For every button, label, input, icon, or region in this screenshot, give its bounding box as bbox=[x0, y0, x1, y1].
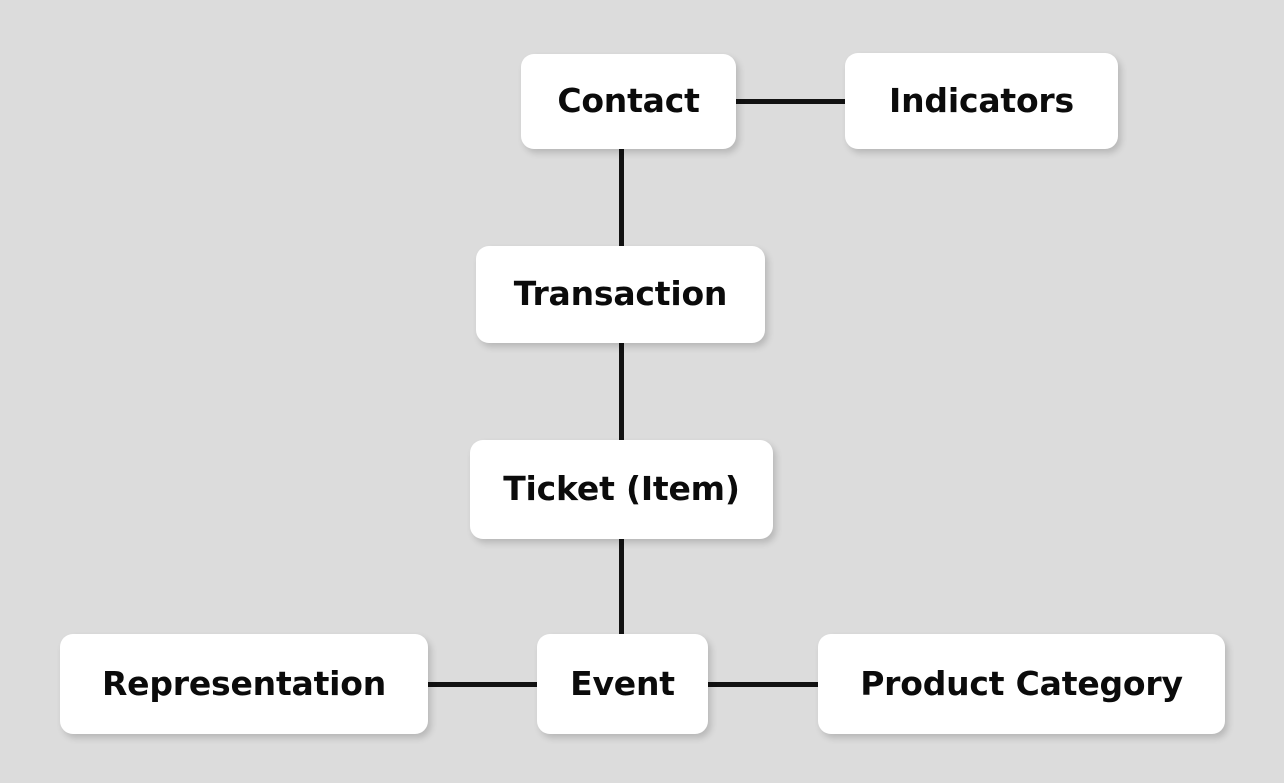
node-representation[interactable]: Representation bbox=[60, 634, 428, 734]
node-product-category-label: Product Category bbox=[860, 663, 1183, 703]
node-contact-label: Contact bbox=[557, 81, 700, 121]
node-ticket-item[interactable]: Ticket (Item) bbox=[470, 440, 773, 539]
node-contact[interactable]: Contact bbox=[521, 54, 736, 149]
node-ticket-item-label: Ticket (Item) bbox=[503, 469, 740, 509]
node-indicators[interactable]: Indicators bbox=[845, 53, 1118, 149]
node-representation-label: Representation bbox=[101, 663, 387, 703]
node-indicators-label: Indicators bbox=[889, 80, 1074, 120]
node-transaction[interactable]: Transaction bbox=[476, 246, 765, 343]
node-event[interactable]: Event bbox=[537, 634, 708, 734]
node-event-label: Event bbox=[570, 663, 675, 703]
node-transaction-label: Transaction bbox=[513, 274, 728, 314]
node-product-category[interactable]: Product Category bbox=[818, 634, 1225, 734]
